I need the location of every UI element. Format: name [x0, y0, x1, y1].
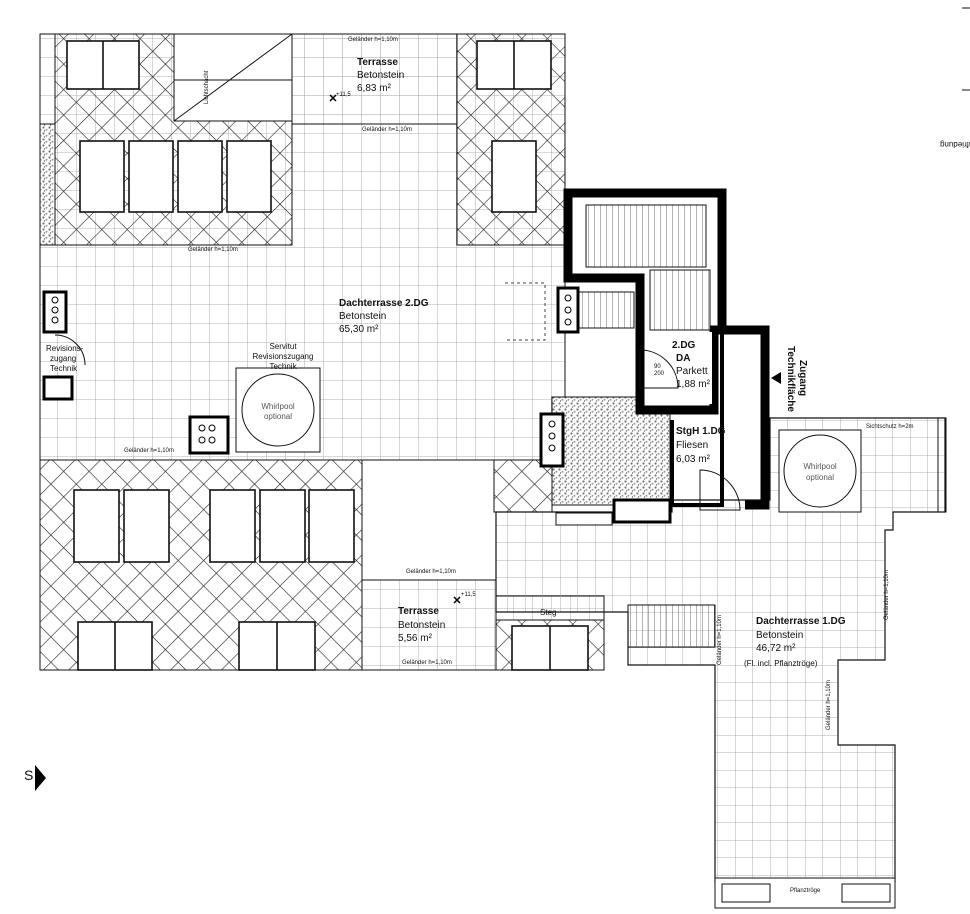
- gelaender-label: Geländer h=1,10m: [884, 570, 890, 620]
- vent-icon: [42, 286, 580, 468]
- door-swing: [699, 469, 741, 511]
- gravel-area: [551, 396, 671, 506]
- gelaender-label: Geländer h=1,10m: [362, 127, 412, 133]
- pflanztroege-label: Pflanztröge: [790, 888, 821, 894]
- dachterrasse-1dg-material: Betonstein: [756, 630, 804, 641]
- da-material: Parkett: [676, 366, 708, 377]
- level-marker-icon: [329, 94, 337, 102]
- level-marker-icon: [453, 596, 461, 604]
- technik-label: Technik: [269, 362, 297, 371]
- revisionszugang-label: Revisionszugang: [252, 352, 314, 361]
- door-dim-label: 90 200: [654, 364, 665, 377]
- dachterrasse-1dg-floor: [495, 417, 946, 883]
- gelaender-label: Geländer h=1,10m: [826, 680, 832, 730]
- dachterrasse-1dg-note: (Fl. incl. Pflanztröge): [744, 659, 818, 668]
- terrasse-top-name: Terrasse: [357, 57, 398, 68]
- dachterrasse-2dg-name: Dachterrasse 2.DG: [339, 298, 429, 309]
- zugang-label: Zugang: [797, 360, 808, 397]
- gelaender-label: Geländer h=1,10m: [402, 660, 452, 666]
- door-swing: [54, 334, 86, 366]
- whirlpool-icon: [235, 367, 862, 513]
- dachterrasse-2dg-material: Betonstein: [339, 311, 387, 322]
- servitut-label: Servitut: [269, 342, 297, 351]
- da-name1: 2.DG: [672, 340, 696, 351]
- roof-block-hatched: [493, 459, 553, 513]
- gelaender-label: Geländer h=1,10m: [406, 569, 456, 575]
- skylight-group: [73, 489, 355, 671]
- section-arrow-icon: [35, 765, 46, 791]
- stgh-area: 6,03 m²: [676, 454, 710, 465]
- revision-left-label: zugang: [50, 354, 77, 363]
- sichtschutz-label: Sichtschutz h=2m: [866, 424, 914, 430]
- terrasse-top-material: Betonstein: [357, 70, 405, 81]
- revision-left-label: Technik: [50, 364, 78, 373]
- da-area: 1,88 m²: [676, 379, 710, 390]
- terrasse-top-area: 6,83 m²: [357, 83, 391, 94]
- gelaender-label: Geländer h=1,10m: [717, 615, 723, 665]
- terrasse-bottom-floor: [361, 579, 497, 671]
- technikflaeche-label: Technikfläche: [785, 346, 796, 412]
- gelaender-label: Geländer h=1,10m: [124, 448, 174, 454]
- dachterrasse-1dg-name: Dachterrasse 1.DG: [756, 616, 846, 627]
- level-label: +11,5: [336, 92, 351, 98]
- gelaender-label: Geländer h=1,10m: [348, 37, 398, 43]
- gelaender-label: Geländer h=1,10m: [188, 247, 238, 253]
- terrasse-bottom-name: Terrasse: [398, 606, 439, 617]
- dachterrasse-1dg-area: 46,72 m²: [756, 643, 796, 654]
- right-cut-text: Einfriedung: [940, 140, 970, 149]
- whirlpool-label: Whirlpool: [261, 402, 295, 411]
- level-label: +11,5: [461, 592, 476, 598]
- roof-strip-left: [39, 123, 56, 246]
- terrasse-bottom-area: 5,56 m²: [398, 633, 432, 644]
- north-arrow-icon: [771, 372, 781, 384]
- dachterrasse-2dg-area: 65,30 m²: [339, 324, 379, 335]
- steg-label: Steg: [540, 608, 557, 617]
- section-mark: S: [24, 767, 34, 783]
- stgh-name: StgH 1.DG: [676, 426, 726, 437]
- door-swing: [639, 349, 679, 389]
- revision-left-label: Revisions-: [46, 344, 84, 353]
- skylight-group: [66, 40, 552, 213]
- da-room: [645, 332, 712, 404]
- lichtschacht-label: Lichtschacht: [204, 70, 210, 104]
- whirlpool-optional: optional: [805, 473, 835, 482]
- skylight: [612, 498, 672, 524]
- stgh-material: Fliesen: [676, 440, 709, 451]
- whirlpool-label: Whirlpool: [803, 462, 837, 471]
- terrasse-bottom-material: Betonstein: [398, 620, 446, 631]
- da-name2: DA: [676, 353, 691, 364]
- terrasse-top-floor: [291, 33, 458, 125]
- whirlpool-optional: optional: [263, 412, 293, 421]
